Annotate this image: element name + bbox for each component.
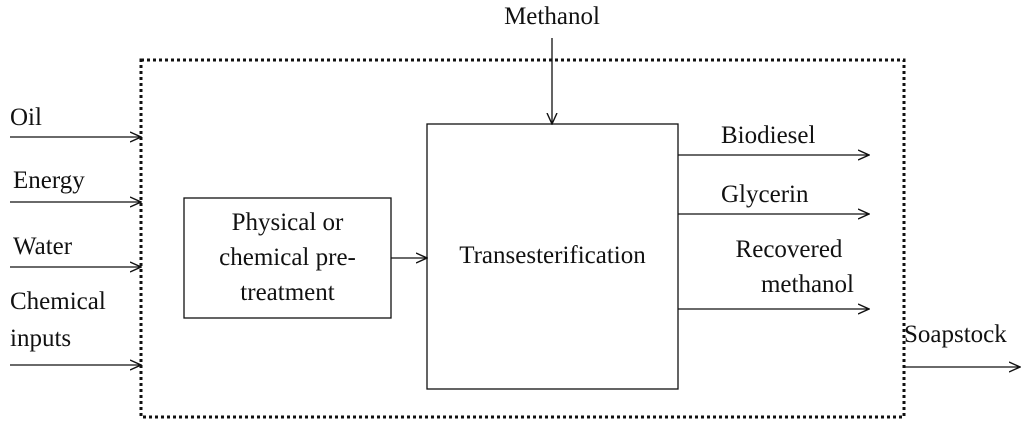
transesterification-box — [426, 123, 679, 390]
chemical-inputs-label-line1: Chemical — [10, 288, 106, 315]
recovered-methanol-label-line2: methanol — [760, 271, 854, 298]
glycerin-label: Glycerin — [721, 181, 809, 208]
biodiesel-label: Biodiesel — [721, 122, 816, 149]
oil-label: Oil — [10, 104, 42, 131]
water-label: Water — [13, 233, 73, 260]
energy-label: Energy — [13, 167, 85, 194]
pretreatment-box — [183, 197, 392, 319]
chemical-inputs-label-line2: inputs — [10, 325, 72, 352]
soapstock-label: Soapstock — [904, 321, 1007, 348]
pretreatment-label-line3: treatment — [240, 279, 335, 306]
transesterification-label: Transesterification — [459, 242, 646, 269]
pretreatment-label-line2: chemical pre- — [219, 244, 356, 271]
pretreatment-label-line1: Physical or — [231, 209, 344, 236]
methanol-label: Methanol — [504, 3, 600, 30]
recovered-methanol-label-line1: Recovered — [735, 236, 843, 263]
system-boundary — [139, 58, 906, 419]
